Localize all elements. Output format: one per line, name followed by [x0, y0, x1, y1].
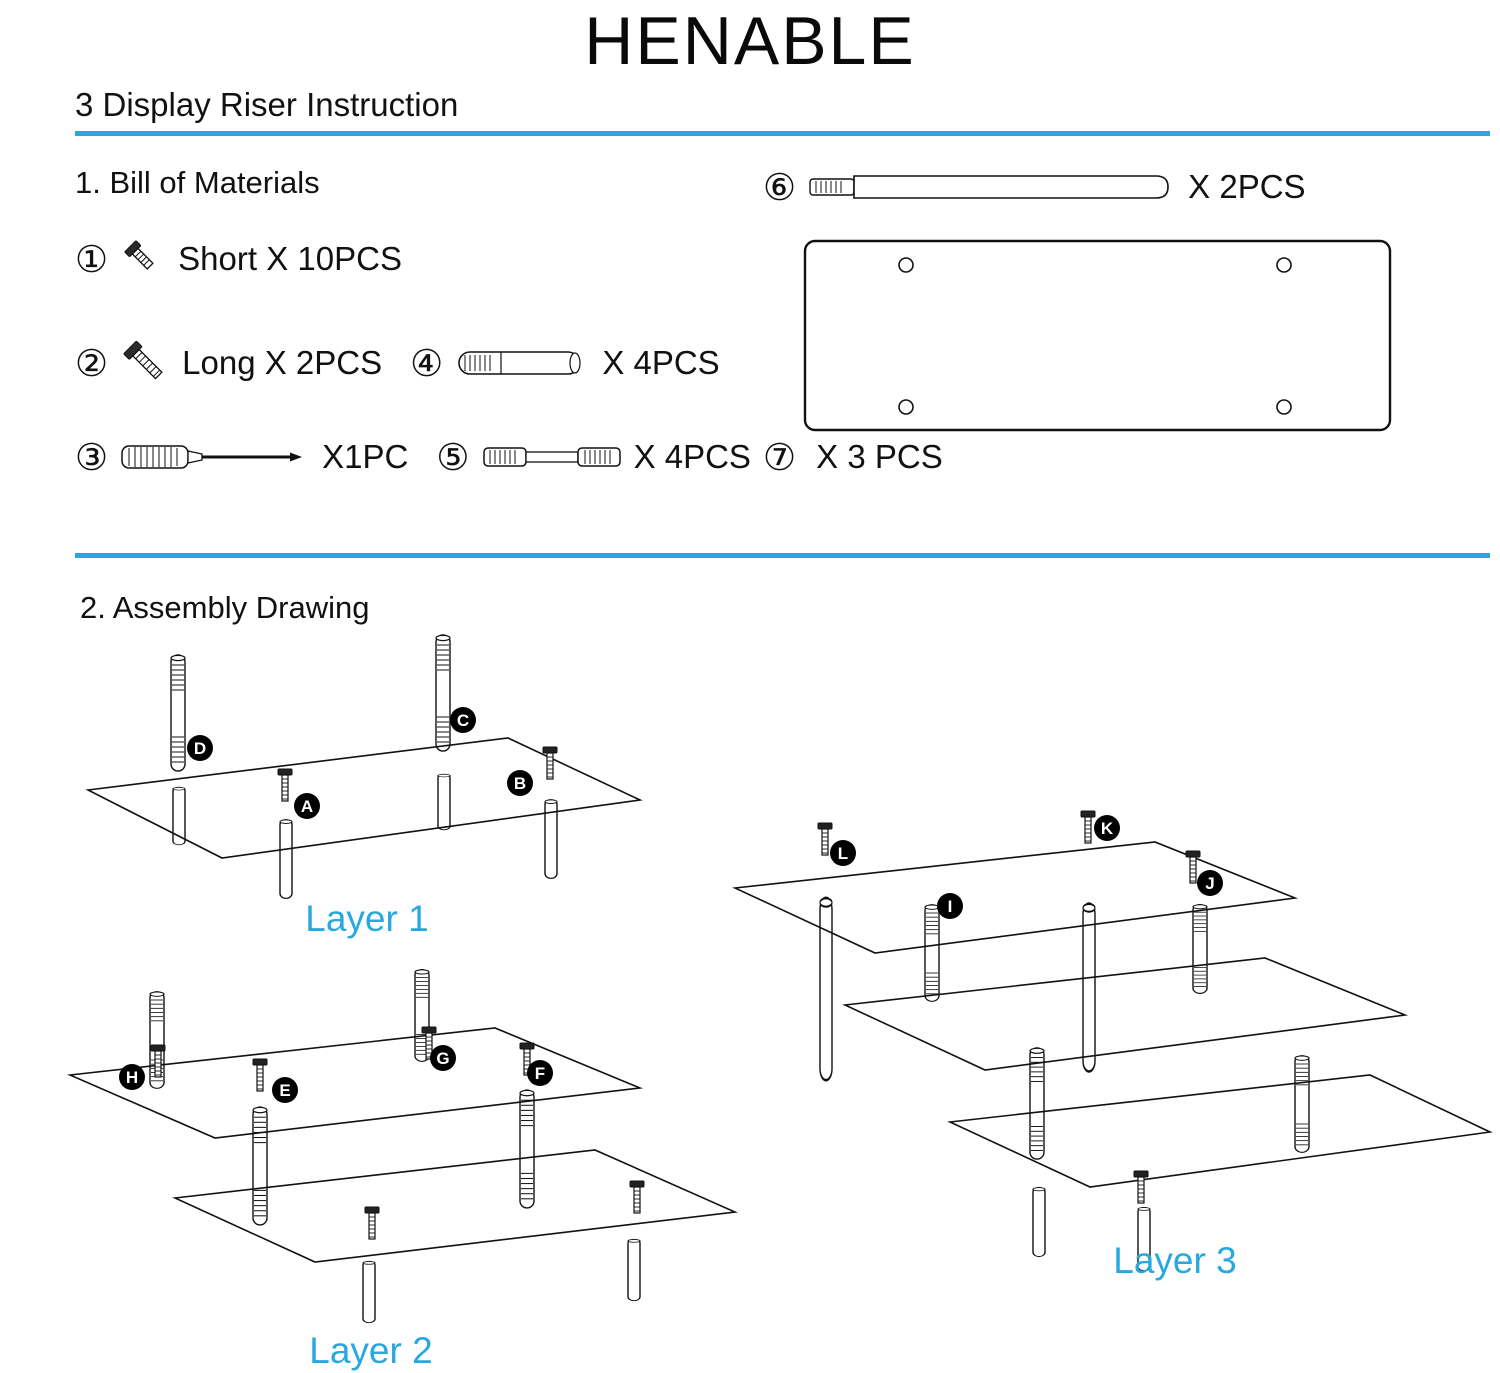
svg-text:L: L: [838, 844, 848, 863]
layer-1-diagram: A B C D: [85, 634, 643, 900]
circled-number-1: ①: [75, 237, 109, 281]
bom-item-6-label: X 2PCS: [1188, 168, 1306, 205]
layer-3-diagram: I J K L: [732, 810, 1493, 1272]
assembly-heading: 2. Assembly Drawing: [80, 590, 370, 625]
long-screw-icon: [123, 340, 163, 380]
part-label: H: [119, 1064, 145, 1090]
standoff-rod: [252, 1106, 268, 1226]
screwdriver-icon: [121, 445, 303, 469]
svg-text:D: D: [194, 739, 206, 758]
part-label: G: [430, 1045, 456, 1071]
screw: [629, 1180, 645, 1214]
double-standoff-icon: [482, 447, 621, 467]
svg-text:K: K: [1101, 819, 1114, 838]
svg-text:C: C: [457, 711, 469, 730]
svg-text:B: B: [514, 774, 526, 793]
divider-line-middle: [75, 553, 1490, 558]
standoff-rod: [170, 654, 186, 772]
panel-outline: [842, 957, 1409, 1071]
bom-item-7: ⑦ X 3 PCS: [763, 438, 943, 476]
standoff-rod: [519, 1089, 535, 1209]
leg-rod: [362, 1260, 376, 1324]
screw: [1185, 850, 1201, 884]
part-label: D: [187, 735, 213, 761]
circled-number-4: ④: [410, 341, 444, 385]
bom-item-3: ③ X1PC ⑤: [75, 438, 751, 476]
bom-item-3-label: X1PC: [322, 438, 409, 475]
circled-number-2: ②: [75, 341, 109, 385]
bom-item-2-label: Long X 2PCS: [182, 344, 383, 381]
screw: [277, 768, 293, 802]
short-screw-icon: [124, 240, 154, 270]
leg-rod: [1032, 1186, 1046, 1258]
svg-text:E: E: [279, 1081, 290, 1100]
bom-item-1: ① Short X 10PCS: [75, 236, 402, 282]
leg-rod: [437, 773, 451, 831]
bom-item-4-label: X 4PCS: [602, 344, 720, 381]
part-label: L: [830, 840, 856, 866]
screw: [542, 746, 558, 780]
leg-rod: [279, 818, 293, 900]
svg-text:G: G: [436, 1049, 449, 1068]
leg-rod: [1081, 902, 1097, 1073]
layer-3-caption: Layer 3: [1113, 1240, 1237, 1281]
part-label: E: [272, 1077, 298, 1103]
leg-rod: [627, 1238, 641, 1302]
subtitle: 3 Display Riser Instruction: [75, 86, 459, 123]
leg-rod: [818, 896, 834, 1082]
part-label: K: [1094, 815, 1120, 841]
standoff-rod: [1192, 903, 1208, 995]
screw: [1133, 1170, 1149, 1204]
screw: [1080, 810, 1096, 844]
bom-item-1-label: Short X 10PCS: [178, 240, 402, 277]
circled-number-6: ⑥: [763, 165, 797, 209]
bom-item-7-label: X 3 PCS: [816, 438, 943, 475]
svg-text:J: J: [1205, 874, 1214, 893]
part-label: B: [507, 770, 533, 796]
svg-text:A: A: [301, 797, 313, 816]
screw: [817, 822, 833, 856]
part-label: I: [937, 893, 963, 919]
standoff-rod: [435, 634, 451, 752]
circled-number-3: ③: [75, 435, 109, 479]
panel-outline: [66, 1027, 644, 1139]
part-label: J: [1197, 870, 1223, 896]
bom-item-5-label: X 4PCS: [633, 438, 751, 475]
bom-heading: 1. Bill of Materials: [75, 165, 320, 200]
acrylic-panel-diagram: [803, 239, 1392, 432]
panel-outline: [85, 737, 643, 859]
bom-item-6: ⑥ X 2PCS: [763, 168, 1306, 206]
part-label: A: [294, 793, 320, 819]
layer-2-caption: Layer 2: [309, 1330, 433, 1371]
screw: [364, 1206, 380, 1240]
layer-1-caption: Layer 1: [305, 898, 429, 939]
standoff-rod: [1294, 1054, 1310, 1154]
circled-number-5: ⑤: [436, 435, 470, 479]
circled-number-7: ⑦: [763, 435, 797, 479]
svg-text:I: I: [948, 897, 953, 916]
panel-outline: [172, 1149, 738, 1263]
page-title: HENABLE: [584, 3, 916, 79]
long-rod-icon: [809, 175, 1169, 199]
standoff-rod: [924, 903, 940, 1003]
svg-text:F: F: [535, 1064, 545, 1083]
layer-2-diagram: E F G H: [66, 968, 738, 1324]
svg-text:H: H: [126, 1068, 138, 1087]
screw: [252, 1058, 268, 1092]
standoff-icon: [458, 351, 581, 375]
part-label: F: [527, 1060, 553, 1086]
bom-item-2: ② Long X 2PCS ④ X 4PCS: [75, 338, 720, 388]
part-label: C: [450, 707, 476, 733]
panel-outline: [732, 841, 1299, 954]
panel-outline: [947, 1074, 1493, 1188]
divider-line-top: [75, 131, 1490, 136]
